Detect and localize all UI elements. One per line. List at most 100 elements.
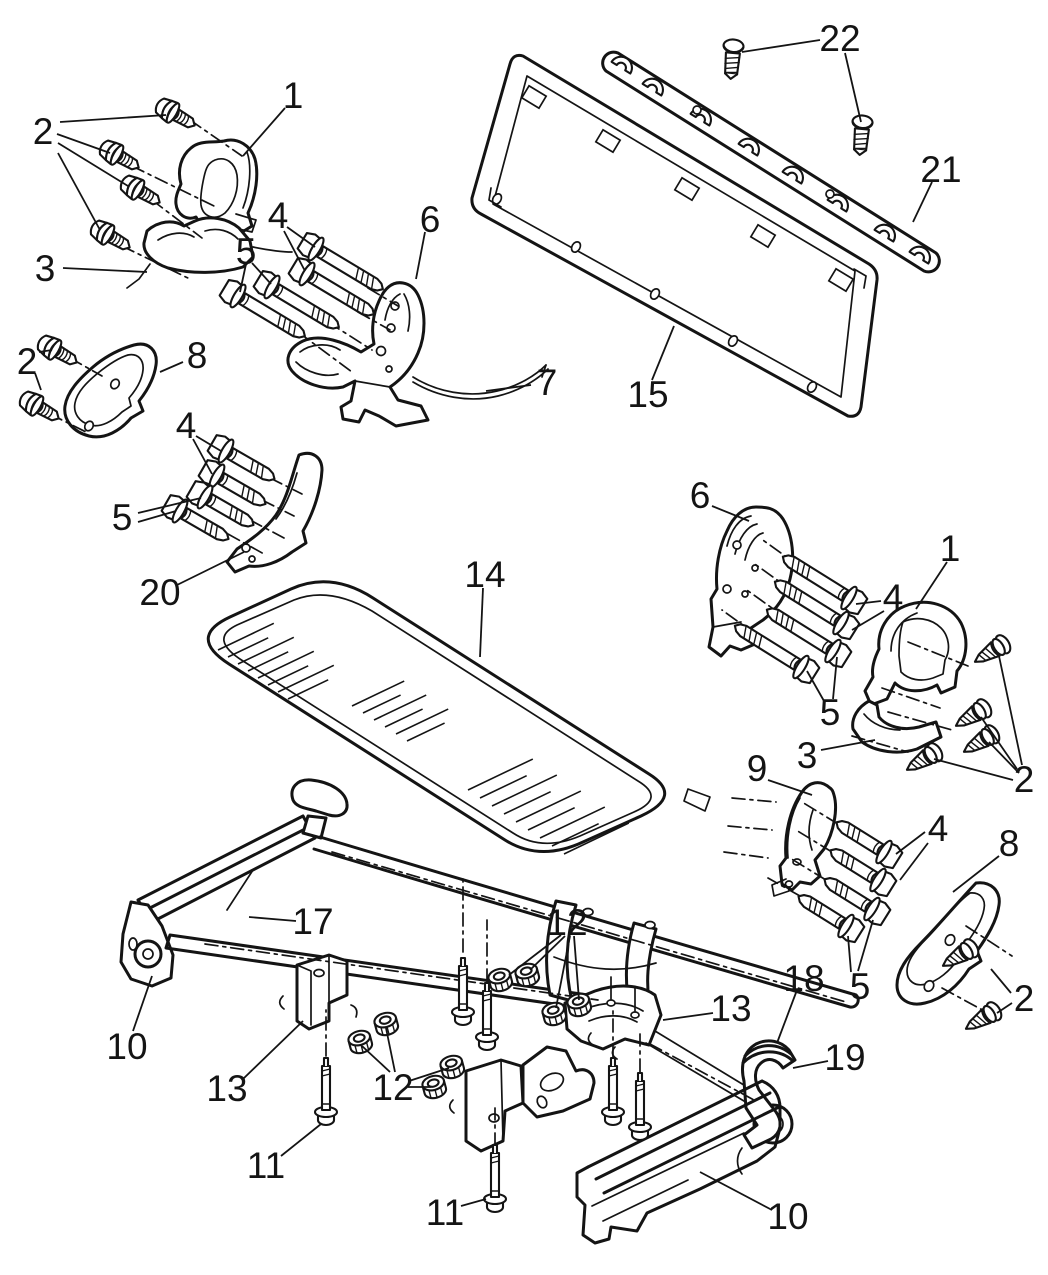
panel-hatch-line — [384, 708, 423, 728]
panel-hatch-line — [563, 822, 630, 855]
screwA-fastener — [14, 386, 66, 430]
callout-21: 21 — [920, 149, 961, 190]
leader-line-2 — [990, 968, 1012, 994]
leader-line-12 — [408, 1067, 450, 1082]
leader-line-13 — [662, 1012, 714, 1021]
callout-3: 3 — [35, 248, 56, 289]
leader-line-4 — [286, 226, 316, 248]
assembly-axis — [965, 925, 1013, 957]
leader-line-2 — [998, 655, 1023, 766]
callout-3: 3 — [797, 735, 818, 776]
callout-2: 2 — [17, 341, 38, 382]
part-14-seat-back-panel — [206, 580, 711, 855]
leader-line-5 — [806, 670, 825, 702]
leader-line-22 — [741, 39, 821, 53]
leader-line-4 — [855, 600, 882, 605]
leader-line-14 — [479, 587, 484, 658]
panel-hatch-line — [491, 774, 558, 807]
boltV-fastener — [313, 1056, 339, 1127]
callout-9: 9 — [747, 748, 768, 789]
assembly-axis — [795, 829, 833, 853]
callout-5: 5 — [850, 966, 871, 1007]
panel-hatch-line — [515, 790, 582, 823]
leader-line-4 — [283, 230, 306, 272]
part-8-shield-right — [895, 881, 1001, 1006]
callout-10: 10 — [767, 1196, 808, 1237]
leader-line-2 — [59, 114, 167, 123]
assembly-axis — [649, 1043, 755, 1101]
leader-line-12 — [361, 1045, 391, 1073]
leader-line-5 — [857, 919, 874, 972]
callout-11: 11 — [247, 1145, 285, 1186]
assembly-axis — [723, 851, 769, 859]
callout-2: 2 — [1014, 978, 1035, 1019]
callout-5: 5 — [820, 692, 841, 733]
panel-hatch-line — [351, 680, 405, 707]
assembly-axis — [189, 119, 243, 157]
leader-line-4 — [851, 610, 885, 631]
leader-line-13 — [242, 1020, 304, 1080]
leader-line-2 — [34, 372, 42, 391]
assembly-axis — [297, 331, 353, 373]
leader-line-3 — [62, 267, 148, 273]
panel-hatch-line — [227, 637, 269, 658]
leader-line-1 — [915, 561, 948, 610]
leader-line-11 — [280, 1123, 322, 1157]
leader-line-20 — [176, 551, 245, 586]
assembly-axis — [151, 199, 203, 239]
assembly-axis — [261, 499, 295, 517]
panel-hatch-line — [467, 758, 534, 791]
boltV-fastener — [627, 1071, 653, 1142]
callout-1: 1 — [283, 75, 304, 116]
callout-17: 17 — [292, 901, 333, 942]
leader-line-5 — [137, 497, 202, 514]
callout-5: 5 — [112, 497, 133, 538]
assembly-axis — [204, 943, 599, 1001]
panel-hatch-line — [373, 694, 427, 721]
screwA-fastener — [115, 170, 167, 214]
leader-line-2 — [988, 741, 1020, 774]
screwB-fastener — [957, 721, 1004, 762]
leader-line-18 — [776, 989, 798, 1044]
callout-1: 1 — [940, 528, 961, 569]
leader-line-22 — [844, 52, 862, 123]
assembly-axis — [801, 801, 839, 825]
callout-8: 8 — [999, 823, 1020, 864]
panel-hatch-line — [551, 822, 600, 847]
panel-hatch-line — [395, 708, 449, 735]
callout-12: 12 — [546, 902, 587, 943]
panel-hatch-line — [257, 650, 315, 679]
callout-6: 6 — [420, 199, 441, 240]
leader-line-2 — [38, 349, 53, 353]
panel-hatch-line — [277, 664, 335, 693]
screwA-fastener — [85, 215, 137, 259]
callout-15: 15 — [627, 374, 668, 415]
part-6-recliner-bracket-right — [707, 505, 795, 658]
panel-hatch-line — [539, 806, 606, 839]
leader-line-12 — [529, 935, 566, 971]
leader-line-12 — [573, 935, 580, 1001]
assembly-axis — [269, 477, 303, 495]
part-1-recliner-cover-right — [863, 600, 968, 707]
callout-18: 18 — [783, 958, 824, 999]
assembly-axis — [767, 877, 801, 897]
panel-hatch-line — [237, 636, 295, 665]
panel-hatch-line — [406, 722, 445, 742]
nutF-fastener — [437, 1052, 467, 1082]
leader-line-3 — [820, 739, 876, 751]
nutF-fastener — [485, 965, 515, 995]
part-21-hook-rail — [601, 50, 941, 274]
assembly-axis — [249, 519, 285, 539]
callout-6: 6 — [690, 475, 711, 516]
panel-hatch-line — [527, 806, 576, 831]
leader-line-6 — [711, 505, 750, 522]
panel-hatch-line — [217, 622, 275, 651]
leader-line-10 — [699, 1171, 773, 1211]
leader-line-1 — [242, 107, 286, 157]
callout-2: 2 — [33, 111, 54, 152]
leader-line-11 — [460, 1198, 487, 1207]
leader-line-2 — [57, 142, 129, 187]
screwB-fastener — [959, 998, 1006, 1039]
callout-11: 11 — [426, 1192, 464, 1233]
